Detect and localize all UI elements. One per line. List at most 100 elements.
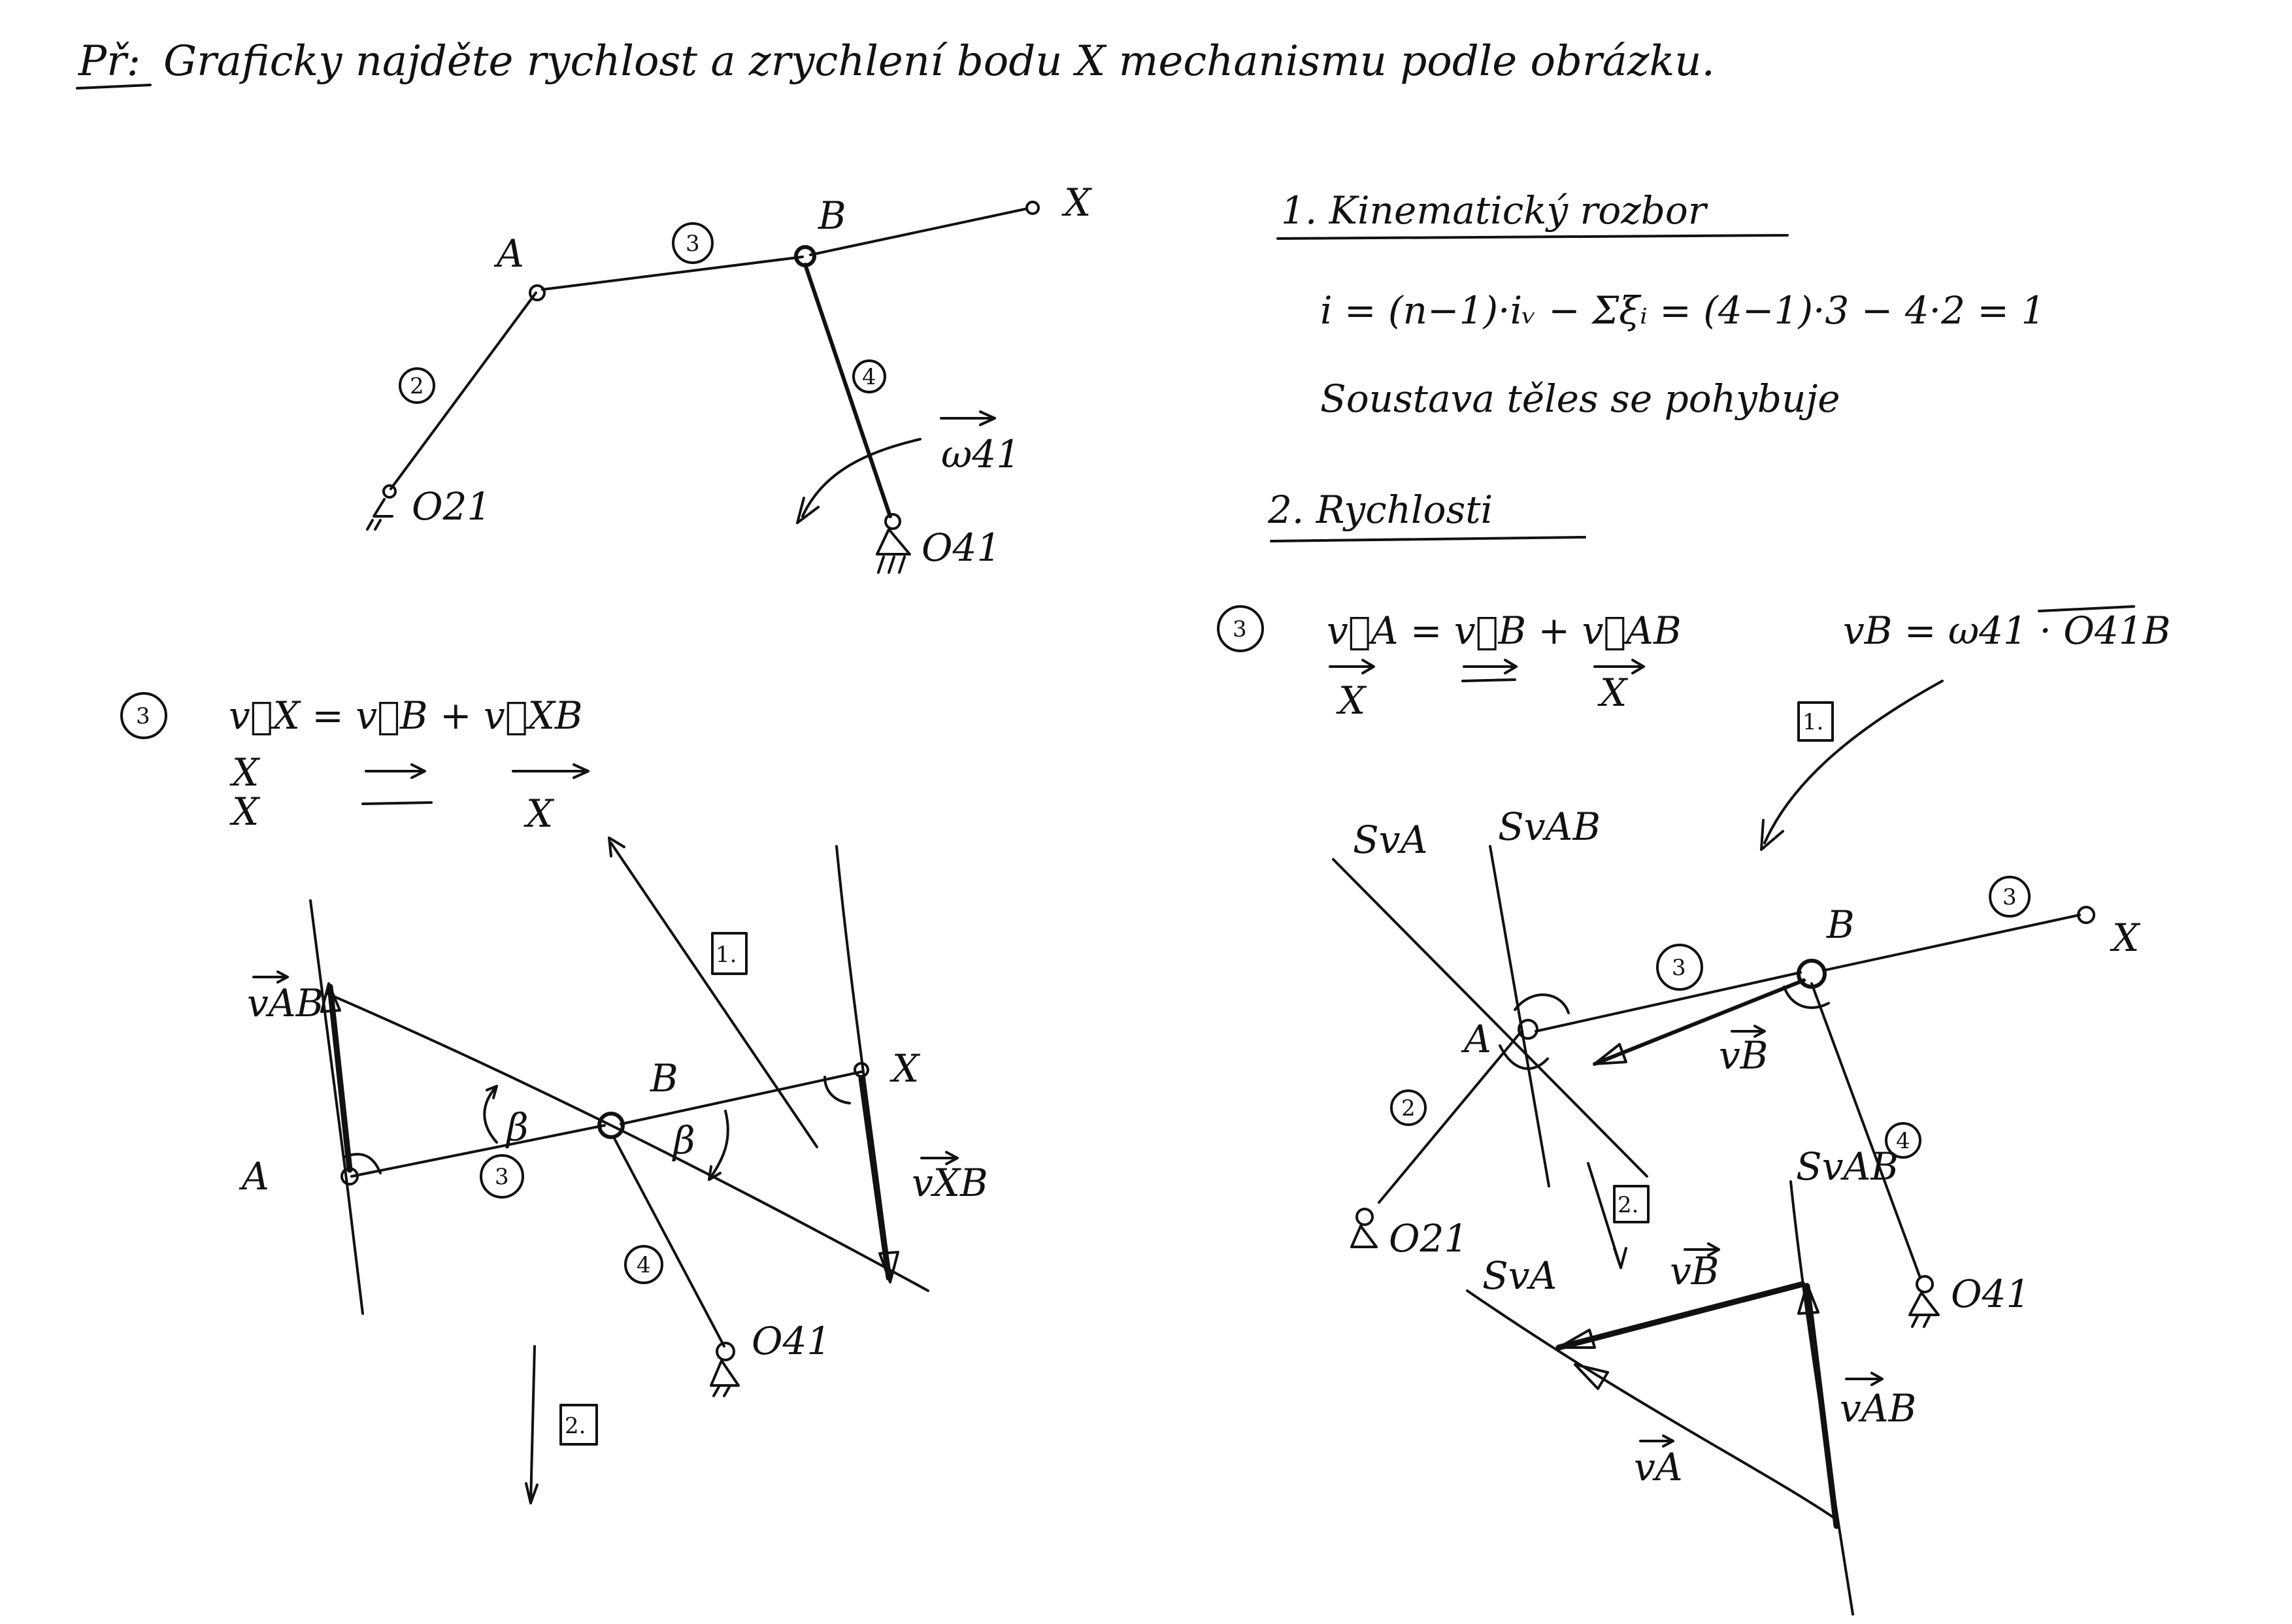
- support-O21-bottom-right: [1350, 1225, 1378, 1248]
- label-SvA-bottom: SvA: [1482, 1253, 1557, 1298]
- link-3-bottom-right: [1535, 971, 1802, 1033]
- perp-line-A: [309, 899, 364, 1315]
- link-3-extension-top: [809, 208, 1026, 256]
- step-2-line-right: [1587, 1162, 1627, 1269]
- vector-vB-mechanism-head: [1593, 1043, 1627, 1065]
- equation-velocity-X: v⃗X = v⃗B + v⃗XB: [229, 693, 582, 738]
- section-2: 2. Rychlosti 3 v⃗A = v⃗B + v⃗AB X X vB =…: [1217, 488, 2170, 851]
- line-row2-vB: [361, 801, 433, 805]
- arrow-row1-vXB: [512, 763, 590, 779]
- label-B-bottom-left: B: [650, 1056, 678, 1101]
- section-1-underline: [1276, 234, 1789, 240]
- vAB-left-vector-mark: [252, 970, 289, 984]
- badge-4-bottom-left-num: 4: [637, 1252, 651, 1278]
- beta-right: β: [672, 1118, 695, 1163]
- left-equation: 3 v⃗X = v⃗B + v⃗XB X X X: [120, 692, 590, 836]
- vector-vB-polygon-head: [1557, 1329, 1596, 1349]
- label-A-bottom-right: A: [1461, 1017, 1491, 1061]
- badge-3-bottom-left: [480, 1154, 524, 1199]
- badge-3-eq-right-num: 3: [1233, 616, 1247, 642]
- right-angle-A-right-bottom: [1499, 1044, 1549, 1070]
- label-vAB-polygon: vAB: [1840, 1386, 1916, 1431]
- joint-O41-bottom-left: [716, 1342, 735, 1361]
- task-text: Graficky najděte rychlost a zrychlení bo…: [163, 37, 1715, 86]
- link-4-bottom-right: [1810, 982, 1921, 1279]
- link-3-ext-bottom-right: [1822, 914, 2081, 972]
- label-SvAB-right: SvAB: [1796, 1144, 1899, 1189]
- equation-velocity-A: v⃗A = v⃗B + v⃗AB: [1327, 608, 1682, 653]
- known-X-vA: X: [1336, 678, 1367, 723]
- label-X-bottom-left: X: [889, 1046, 921, 1091]
- vXB-vector-mark: [920, 1151, 959, 1165]
- step-1-line: [610, 842, 818, 1148]
- joint-A-top: [529, 284, 546, 301]
- badge-2-bottom-right: [1390, 1089, 1427, 1126]
- vB-formula: vB = ω41 · O41B: [1843, 608, 2170, 653]
- joint-B-bottom-left: [597, 1112, 625, 1139]
- label-vB-polygon: vB: [1670, 1249, 1719, 1293]
- step-1-left: 1.: [716, 942, 737, 968]
- label-O41-bottom-left: O41: [752, 1319, 831, 1363]
- underline-vA: [1329, 659, 1375, 674]
- point-X-bottom-right: [2077, 906, 2095, 924]
- label-O21-top: O21: [412, 484, 491, 529]
- beta-left: β: [505, 1105, 529, 1150]
- joint-O21-bottom-right: [1355, 1208, 1374, 1226]
- link-2-top: [390, 291, 537, 490]
- badge-3-ext-bottom-right: [1989, 876, 2031, 918]
- badge-4-top: [852, 359, 886, 393]
- link-4-top: [803, 263, 892, 518]
- label-A-bottom-left: A: [239, 1154, 269, 1199]
- vB-mech-vector-mark: [1731, 1025, 1766, 1038]
- badge-4-bottom-right-num: 4: [1896, 1128, 1910, 1154]
- badge-3-eq-right: [1217, 605, 1264, 652]
- joint-O41-top: [884, 513, 901, 530]
- section-2-underline: [1270, 536, 1586, 542]
- label-B-bottom-right: B: [1826, 903, 1855, 947]
- point-X-top: [1025, 201, 1040, 215]
- vb-pointer-arrow: [1760, 680, 1944, 851]
- badge-3-top: [672, 222, 714, 264]
- vector-vAB-left: [327, 984, 353, 1173]
- label-X-bottom-right: X: [2110, 916, 2141, 960]
- top-mechanism: A B X O21 O41 ω41 2 3 4: [366, 180, 1093, 574]
- step-1-box-left: [711, 932, 748, 975]
- badge-2-top: [399, 367, 435, 404]
- support-O41-bottom-left: [710, 1359, 740, 1397]
- badge-3-eq-left-num: 3: [136, 703, 150, 729]
- right-angle-A-right-top: [1514, 993, 1570, 1014]
- badge-2-bottom-right-num: 2: [1401, 1095, 1416, 1121]
- badge-3-eq-left: [120, 692, 167, 739]
- joint-O21-top: [382, 484, 397, 499]
- joint-B-top: [794, 245, 816, 267]
- label-vAB-left: vAB: [247, 981, 324, 1025]
- known-X-row2-right: X: [523, 791, 555, 836]
- joint-O41-bottom-right: [1916, 1275, 1934, 1293]
- section-2-heading: 2. Rychlosti: [1267, 488, 1493, 532]
- known-X-row1: X: [229, 750, 261, 795]
- underline-vB: [1461, 659, 1518, 682]
- beta-arc-right: [708, 1110, 729, 1181]
- vB-poly-vector-mark: [1684, 1242, 1720, 1257]
- vector-vAB-polygon-head: [1797, 1283, 1819, 1315]
- label-SvAB-top: SvAB: [1498, 804, 1601, 849]
- arrow-row1-vB: [365, 763, 426, 779]
- direction-line-vB: [325, 992, 929, 1292]
- vA-poly-vector-mark: [1639, 1434, 1674, 1448]
- known-X-row2: X: [229, 789, 261, 834]
- direction-line-SvAB-top: [1489, 845, 1550, 1187]
- omega-arrow: [796, 438, 922, 524]
- vector-vAB-polygon: [1804, 1283, 1840, 1529]
- task-prefix: Př:: [78, 37, 141, 86]
- vector-vB-polygon: [1555, 1281, 1806, 1351]
- label-O21-bottom-right: O21: [1389, 1216, 1468, 1261]
- link-3-bottom-left: [350, 1124, 606, 1178]
- dof-conclusion: Soustava těles se pohybuje: [1320, 376, 1840, 421]
- step-2-left: 2.: [565, 1413, 586, 1439]
- direction-line-SvA-bottom: [1466, 1289, 1838, 1521]
- step-1-right: 1.: [1802, 709, 1823, 735]
- link-3-top: [541, 256, 804, 291]
- label-SvA-top: SvA: [1353, 818, 1427, 862]
- section-1: 1. Kinematický rozbor i = (n−1)·iᵥ − Σξᵢ…: [1276, 188, 2045, 421]
- label-X-top: X: [1061, 180, 1093, 225]
